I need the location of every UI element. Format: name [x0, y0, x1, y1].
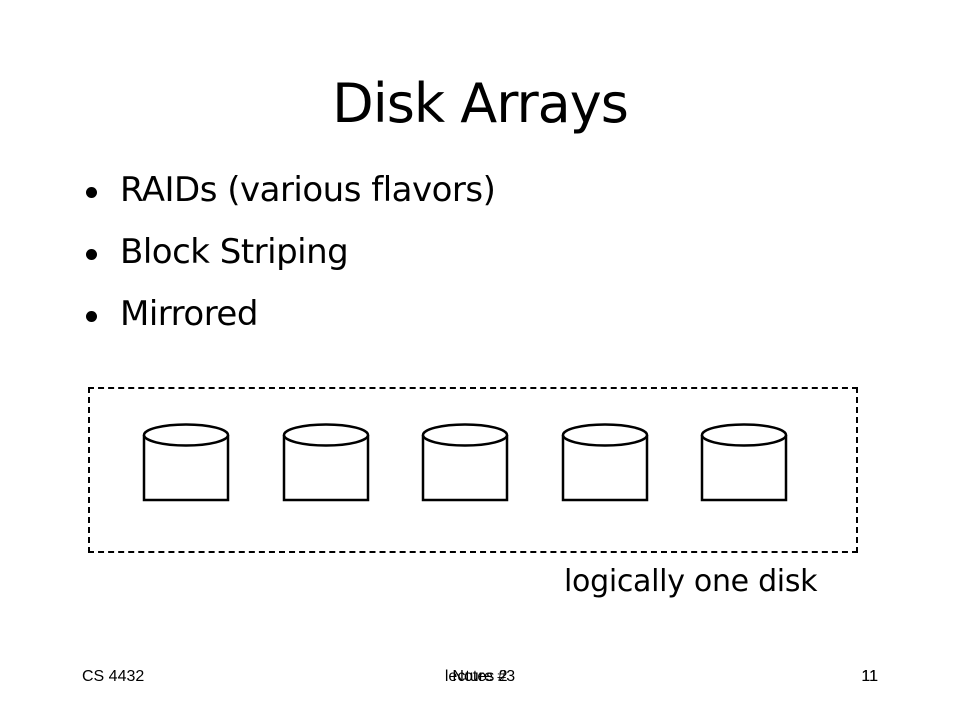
- footer-page-number: 11 11: [861, 667, 878, 687]
- bullet-text: RAIDs (various flavors): [120, 170, 496, 210]
- bullet-text: Block Striping: [120, 232, 349, 272]
- footer-lecture-text-b: Notes 2: [452, 668, 508, 685]
- disk-cylinder-icon: [421, 422, 511, 512]
- disk-cylinder-icon: [561, 422, 651, 512]
- disk-cylinder-icon: [142, 422, 232, 512]
- bullet-dot-icon: [86, 249, 97, 260]
- disk-cylinder-icon: [282, 422, 372, 512]
- bullet-item: RAIDs (various flavors): [86, 164, 496, 226]
- bullet-list: RAIDs (various flavors) Block Striping M…: [86, 164, 496, 350]
- footer-course: CS 4432: [82, 668, 145, 685]
- disk-cylinder-icon: [700, 422, 790, 512]
- bullet-dot-icon: [86, 187, 97, 198]
- slide-title: Disk Arrays: [332, 72, 629, 135]
- bullet-item: Mirrored: [86, 288, 495, 350]
- bullet-item: Block Striping: [86, 226, 495, 288]
- page-number-a: 11: [861, 668, 878, 685]
- page-number-b: 11: [861, 668, 878, 685]
- footer-lecture-text-a: lecture #3: [444, 668, 516, 685]
- array-caption: logically one disk: [564, 564, 818, 599]
- bullet-text: Mirrored: [120, 294, 258, 334]
- bullet-dot-icon: [86, 311, 97, 322]
- disk-array-frame: [88, 387, 858, 553]
